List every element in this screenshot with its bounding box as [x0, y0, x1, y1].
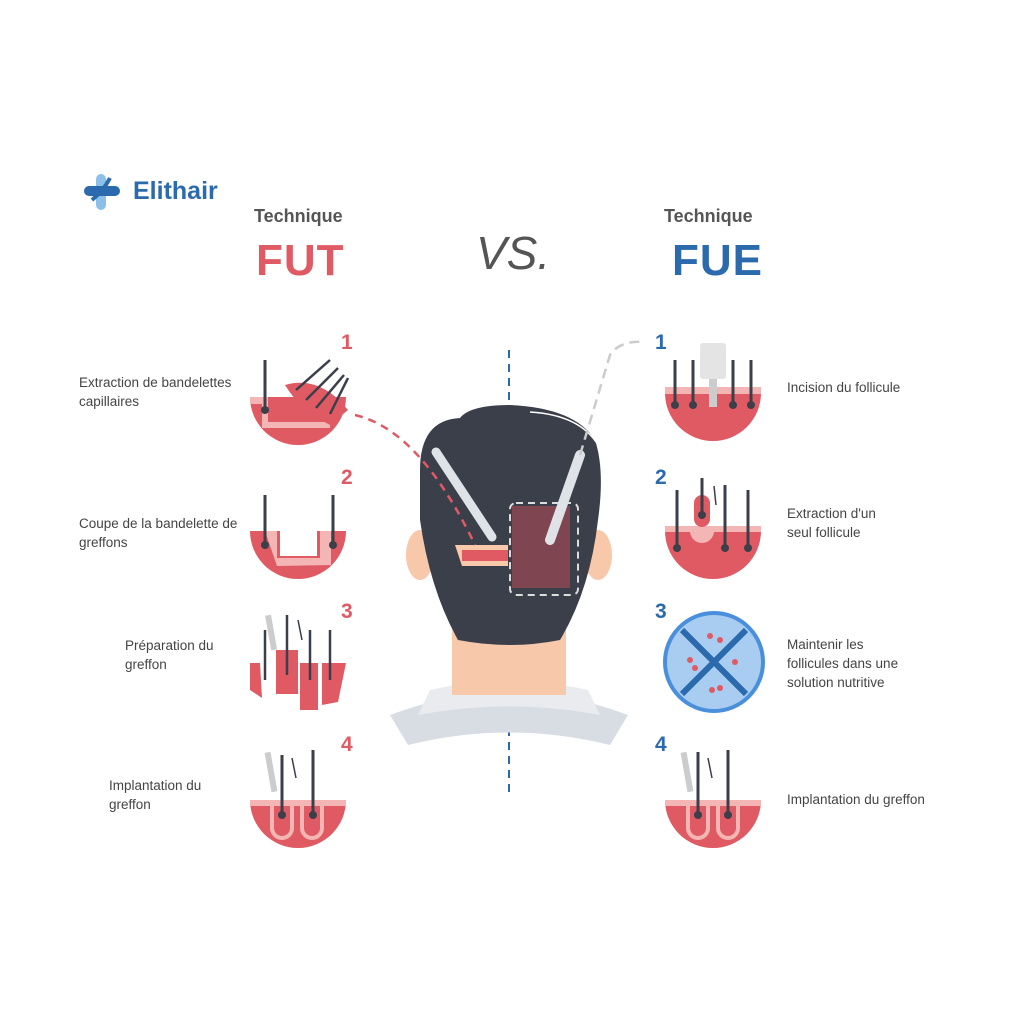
fut-step-4-number: 4 — [341, 733, 353, 756]
fut-technique-label: Technique — [254, 206, 343, 226]
elithair-logo-icon — [84, 174, 120, 210]
fue-step-2-number: 2 — [655, 466, 667, 489]
fut-step-2-number: 2 — [341, 466, 353, 489]
brand-name: Elithair — [133, 177, 218, 205]
fue-step-1-label: Incision du follicule — [787, 380, 901, 395]
fue-step-4-label: Implantation du greffon — [787, 792, 925, 807]
fue-step-2-icon — [665, 478, 761, 579]
fut-step-1-number: 1 — [341, 331, 353, 354]
head-illustration — [354, 340, 646, 745]
fue-step-3-number: 3 — [655, 600, 667, 623]
fut-step-1-icon — [250, 359, 350, 445]
fut-step-4-label: Implantation du greffon — [109, 778, 202, 812]
fut-step-3-icon — [250, 614, 346, 710]
fue-technique-label: Technique — [664, 206, 753, 226]
fut-step-2-icon — [250, 495, 346, 579]
fut-step-3-number: 3 — [341, 600, 353, 623]
vs-label: VS. — [476, 227, 551, 279]
fue-title: FUE — [672, 236, 763, 285]
fue-step-2-label: Extraction d'un seul follicule — [787, 506, 876, 540]
fut-title: FUT — [256, 236, 345, 285]
fut-step-3-label: Préparation du greffon — [125, 638, 214, 672]
fut-step-1-label: Extraction de bandelettes capillaires — [79, 375, 232, 409]
fue-step-4-number: 4 — [655, 733, 667, 756]
fut-step-4-icon — [250, 750, 346, 848]
fue-step-3-icon — [663, 611, 765, 713]
fue-step-3-label: Maintenir les follicules dans une soluti… — [787, 637, 899, 690]
fue-step-1-icon — [665, 343, 761, 441]
fut-step-2-label: Coupe de la bandelette de greffons — [79, 516, 238, 550]
fue-step-1-number: 1 — [655, 331, 667, 354]
fue-step-4-icon — [665, 750, 761, 848]
